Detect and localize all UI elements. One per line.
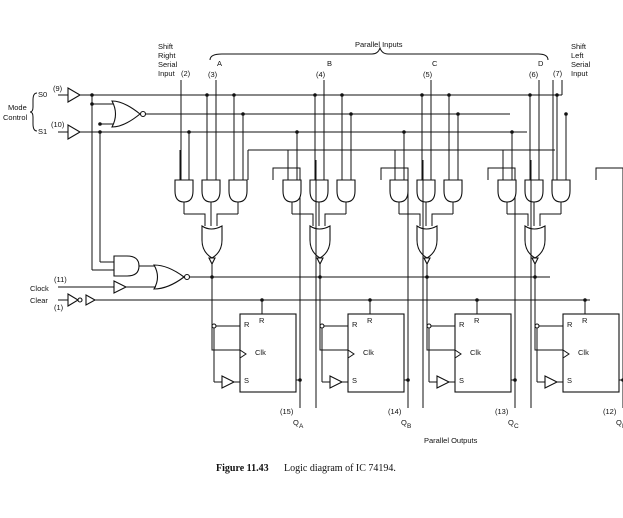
svg-text:C: C xyxy=(432,59,438,68)
s0-buffer xyxy=(58,87,82,103)
clock-gating xyxy=(58,255,590,301)
svg-text:S: S xyxy=(459,376,464,385)
svg-text:R: R xyxy=(259,316,265,325)
mode-control-brace xyxy=(29,92,38,132)
svg-text:R: R xyxy=(352,320,358,329)
svg-text:(5): (5) xyxy=(423,70,433,79)
svg-text:Control: Control xyxy=(3,113,28,122)
clear-label: Clear xyxy=(30,296,48,305)
svg-text:B: B xyxy=(327,59,332,68)
mode-nor-gate xyxy=(111,100,141,128)
svg-text:Clk: Clk xyxy=(578,348,589,357)
parallel-outputs-label: Parallel Outputs xyxy=(424,436,478,445)
svg-text:(14): (14) xyxy=(388,407,402,416)
svg-text:S: S xyxy=(352,376,357,385)
pin-s0: (9) xyxy=(53,84,63,93)
svg-text:Clk: Clk xyxy=(363,348,374,357)
svg-text:Clk: Clk xyxy=(255,348,266,357)
svg-text:Clk: Clk xyxy=(470,348,481,357)
svg-text:R: R xyxy=(244,320,250,329)
svg-text:Q: Q xyxy=(616,418,622,427)
svg-text:Q: Q xyxy=(508,418,514,427)
svg-text:S: S xyxy=(567,376,572,385)
svg-text:Mode: Mode xyxy=(8,103,27,112)
input-a-label: A (3) xyxy=(208,59,222,79)
svg-text:Shift: Shift xyxy=(571,42,587,51)
svg-text:(13): (13) xyxy=(495,407,509,416)
pin-clear: (1) xyxy=(54,303,64,312)
svg-text:Input: Input xyxy=(158,69,176,78)
shift-right-label: Shift Right Serial Input (2) xyxy=(158,42,191,78)
clear-inverter xyxy=(58,293,97,307)
svg-text:Serial: Serial xyxy=(158,60,178,69)
shift-left-label: Shift Left Serial Input (7) xyxy=(553,42,591,78)
s1-buffer xyxy=(58,124,82,140)
svg-text:B: B xyxy=(407,423,411,430)
parallel-inputs-brace xyxy=(209,46,549,61)
svg-text:Logic diagram of IC 74194.: Logic diagram of IC 74194. xyxy=(284,463,396,474)
svg-text:(3): (3) xyxy=(208,70,218,79)
svg-text:Serial: Serial xyxy=(571,60,591,69)
mode-control-label: Mode Control xyxy=(3,103,28,122)
s0-label: S0 xyxy=(38,90,47,99)
s1-label: S1 xyxy=(38,127,47,136)
svg-text:R: R xyxy=(582,316,588,325)
svg-text:S: S xyxy=(244,376,249,385)
svg-text:(7): (7) xyxy=(553,69,563,78)
svg-text:A: A xyxy=(299,423,304,430)
svg-text:Shift: Shift xyxy=(158,42,174,51)
caption: Figure 11.43 Logic diagram of IC 74194. xyxy=(216,463,396,474)
svg-text:(2): (2) xyxy=(181,69,191,78)
input-d-label: D (6) xyxy=(529,59,544,79)
svg-text:R: R xyxy=(474,316,480,325)
input-c-label: C (5) xyxy=(423,59,438,79)
svg-text:Q: Q xyxy=(401,418,407,427)
svg-text:(15): (15) xyxy=(280,407,294,416)
pin-s1: (10) xyxy=(51,120,65,129)
svg-text:R: R xyxy=(367,316,373,325)
svg-text:Figure 11.43: Figure 11.43 xyxy=(216,463,269,474)
mode-nor-bubble xyxy=(139,110,147,118)
svg-text:Input: Input xyxy=(571,69,589,78)
svg-text:D: D xyxy=(538,59,544,68)
input-b-label: B (4) xyxy=(316,59,332,79)
svg-text:(4): (4) xyxy=(316,70,326,79)
svg-text:Q: Q xyxy=(293,418,299,427)
pin-clock: (11) xyxy=(54,275,67,284)
svg-text:(6): (6) xyxy=(529,70,539,79)
svg-text:C: C xyxy=(514,423,519,430)
parallel-inputs-label: Parallel Inputs xyxy=(355,40,403,49)
svg-text:R: R xyxy=(459,320,465,329)
svg-text:R: R xyxy=(567,320,573,329)
svg-text:(12): (12) xyxy=(603,407,617,416)
svg-text:Right: Right xyxy=(158,51,176,60)
clock-label: Clock xyxy=(30,284,49,293)
svg-text:Left: Left xyxy=(571,51,584,60)
svg-text:A: A xyxy=(217,59,222,68)
